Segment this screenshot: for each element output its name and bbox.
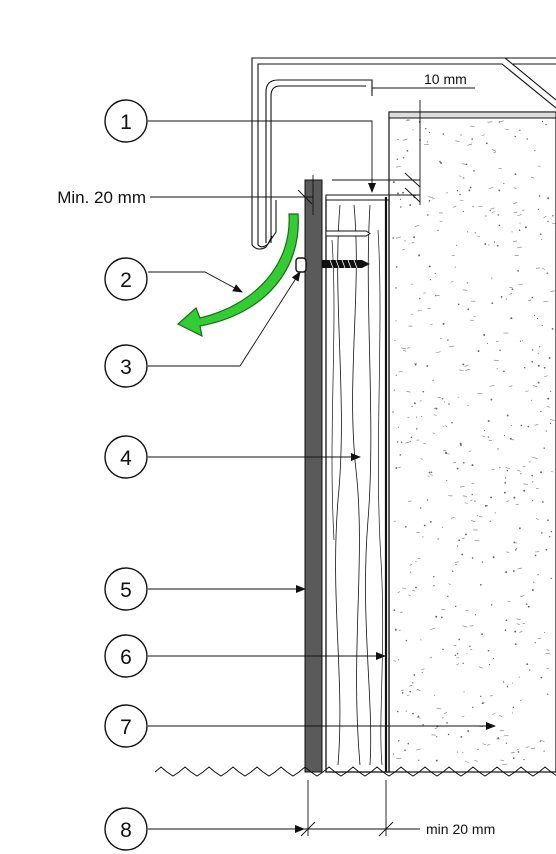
coping-profile (251, 57, 556, 250)
ground-line (154, 766, 556, 777)
screw-fastener (295, 257, 370, 273)
nail-fastener (325, 230, 371, 237)
svg-text:8: 8 (120, 819, 132, 842)
dimension-bottom-gap (300, 780, 420, 837)
batten-cap (325, 194, 390, 201)
callout-1: 1 (104, 99, 376, 193)
top-screed (388, 111, 556, 119)
svg-text:2: 2 (120, 269, 132, 292)
dimension-min-overlap-label: Min. 20 mm (57, 188, 146, 207)
svg-text:5: 5 (120, 579, 132, 602)
concrete-texture (392, 119, 556, 765)
callout-4: 4 (104, 435, 361, 479)
callout-2: 2 (104, 257, 243, 301)
svg-text:1: 1 (120, 111, 132, 134)
cladding-panel (304, 179, 323, 773)
svg-text:3: 3 (120, 356, 132, 379)
callout-3: 3 (104, 271, 301, 388)
dimension-min-overlap (150, 175, 314, 215)
timber-batten (325, 196, 390, 773)
callout-5: 5 (104, 567, 306, 611)
dimension-bottom-gap-label: min 20 mm (426, 821, 495, 837)
dimension-top-gap (332, 87, 475, 205)
dimension-top-gap-label: 10 mm (424, 71, 467, 87)
drainage-arrow-green (176, 213, 299, 338)
svg-text:4: 4 (120, 447, 132, 470)
callout-6: 6 (104, 634, 386, 678)
svg-text:7: 7 (120, 716, 132, 739)
callout-8: 8 (104, 807, 305, 851)
concrete-wall (388, 111, 556, 773)
callout-7: 7 (104, 704, 496, 748)
svg-text:6: 6 (120, 646, 132, 669)
